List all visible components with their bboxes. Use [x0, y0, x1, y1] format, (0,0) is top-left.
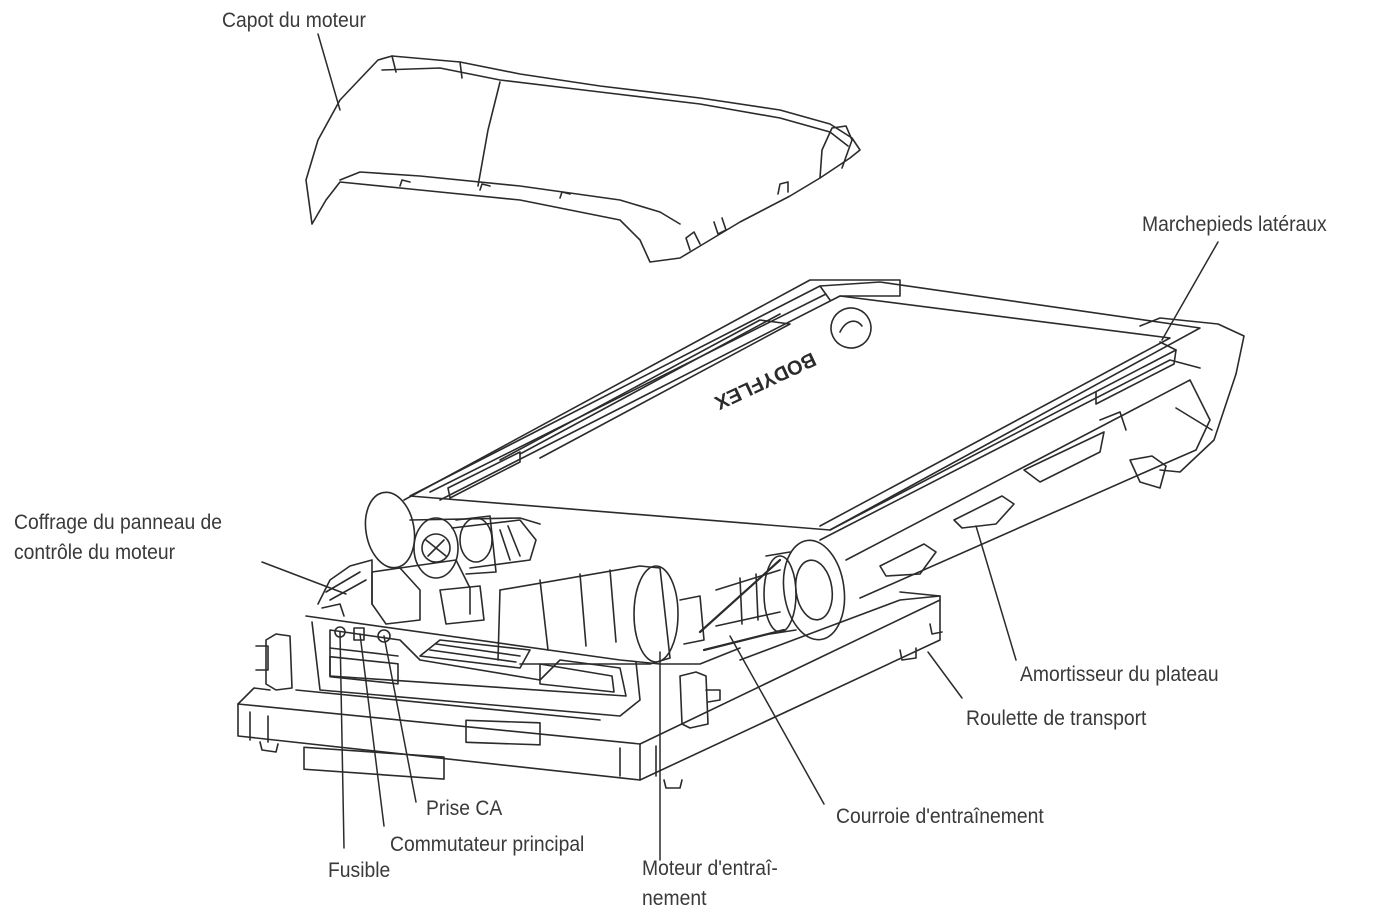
leader-transport-wheel [927, 651, 963, 699]
label-drive-motor-line2: nement [642, 887, 707, 910]
leader-ac-socket [383, 635, 417, 803]
label-ac-socket: Prise CA [426, 797, 503, 820]
label-fuse: Fusible [328, 859, 391, 882]
label-main-switch: Commutateur principal [390, 833, 585, 856]
label-transport-wheel: Roulette de transport [966, 707, 1147, 730]
label-drive-belt: Courroie d'entraînement [836, 805, 1044, 828]
base-frame-drawing [237, 591, 943, 789]
label-drive-motor-line1: Moteur d'entraî- [642, 857, 778, 880]
leader-engine-cover [317, 33, 341, 111]
deck-drawing [255, 279, 1245, 729]
leader-deck-damper [975, 525, 1017, 661]
engine-cover-drawing [305, 55, 861, 263]
leader-control-panel [261, 561, 347, 595]
leader-lines [261, 33, 1219, 861]
leader-side-rails [1161, 241, 1219, 341]
leader-fuse [339, 631, 345, 849]
label-side-rails: Marchepieds latéraux [1142, 213, 1327, 236]
leader-drive-belt [729, 635, 825, 805]
label-deck-damper: Amortisseur du plateau [1020, 663, 1219, 686]
label-control-panel-line1: Coffrage du panneau de [14, 511, 223, 534]
label-control-panel-line2: contrôle du moteur [14, 541, 176, 564]
label-engine-cover: Capot du moteur [222, 9, 366, 32]
leader-main-switch [359, 633, 385, 827]
